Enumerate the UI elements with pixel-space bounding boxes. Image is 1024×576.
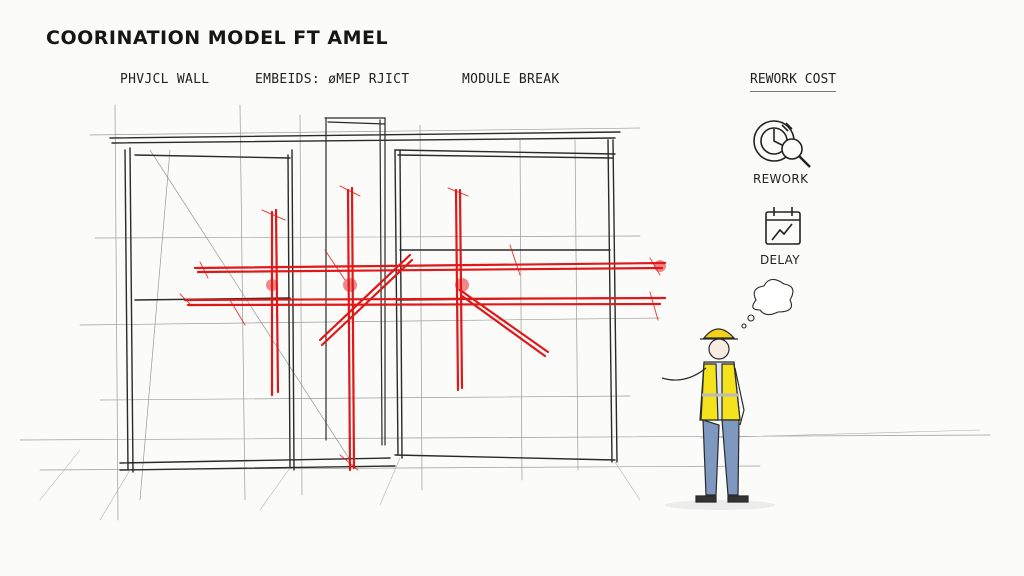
clash-markup [179, 185, 667, 472]
wall-frame-right [394, 139, 618, 463]
rework-cost-heading: REWORK COST [750, 72, 837, 92]
delay-label: DELAY [760, 253, 800, 267]
column-label-wall: PHVJCL WALL [120, 72, 210, 87]
rework-magnifier-icon [753, 120, 811, 168]
page-title: COORINATION MODEL FT AMEL [46, 27, 389, 49]
clash-vertical-right [454, 188, 460, 392]
clash-vertical-center [346, 188, 352, 472]
column-label-module-break: MODULE BREAK [462, 72, 560, 87]
construction-worker [661, 328, 775, 510]
thought-bubble [741, 278, 794, 329]
column-label-embeds: EMBEIDS: øMEP RJICT [255, 72, 410, 87]
clash-horizontal-lower [183, 296, 667, 302]
clash-diagonal-1 [318, 253, 412, 342]
rework-label: REWORK [753, 172, 809, 186]
hard-hat [702, 328, 736, 339]
clash-horizontal-upper [193, 261, 667, 270]
clash-diagonal-2 [458, 288, 550, 354]
delay-calendar-icon [765, 207, 801, 245]
wall-frame-left [109, 131, 621, 473]
construction-lines [19, 104, 991, 521]
floor-lines [39, 429, 981, 521]
